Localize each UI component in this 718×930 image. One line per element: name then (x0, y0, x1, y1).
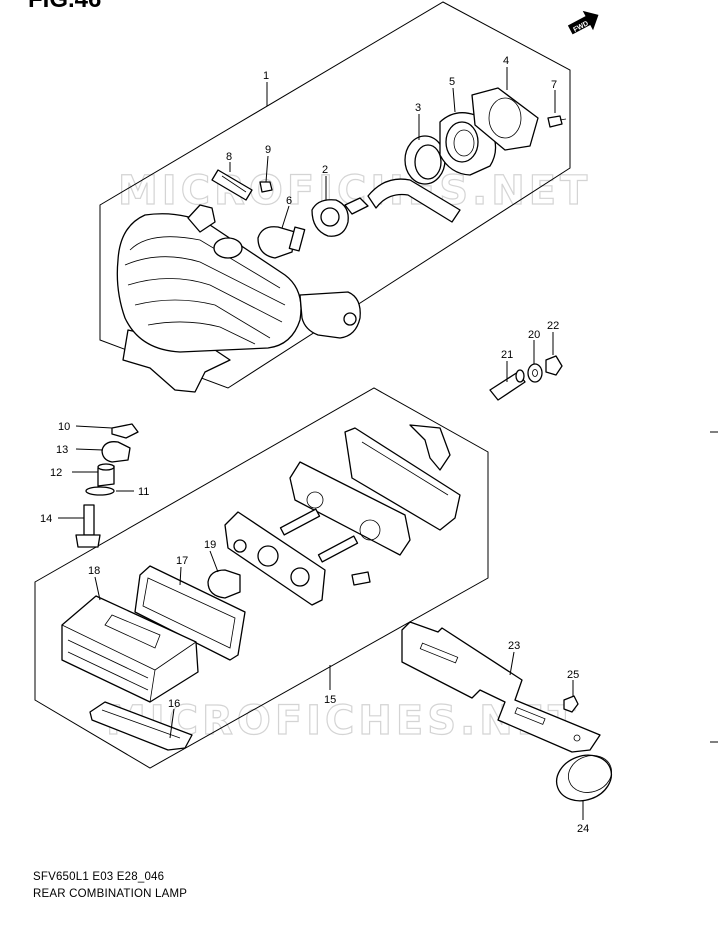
socket-2 (311, 178, 461, 237)
callout-11: 11 (138, 486, 149, 498)
callout-23: 23 (508, 640, 520, 652)
grommet-10 (111, 423, 139, 439)
assembly-1-frame (99, 1, 571, 389)
callout-18: 18 (88, 565, 100, 577)
callout-19: 19 (204, 539, 216, 551)
callout-3: 3 (415, 102, 421, 114)
gasket-17 (134, 565, 246, 661)
nut-22 (545, 355, 563, 376)
screw-9 (259, 181, 273, 193)
tail-lamp-housing (116, 204, 361, 393)
callout-4: 4 (503, 55, 509, 67)
collar-21 (489, 369, 526, 401)
callout-8: 8 (226, 151, 232, 163)
callout-10: 10 (58, 421, 70, 433)
bracket-23 (401, 621, 601, 753)
callout-7: 7 (551, 79, 557, 91)
callout-6: 6 (286, 195, 292, 207)
callout-24: 24 (577, 823, 589, 835)
callout-25: 25 (567, 669, 579, 681)
nut-25 (563, 695, 579, 713)
bulb-19 (207, 569, 241, 599)
callout-15: 15 (324, 694, 336, 706)
callout-14: 14 (40, 513, 52, 525)
callouts: 1 2 3 4 5 6 7 8 9 10 11 12 13 14 15 16 1… (40, 55, 589, 835)
figure-title: FIG.46 (28, 0, 101, 14)
collar-12 (97, 463, 115, 487)
callout-2: 2 (322, 164, 328, 176)
bolt-14 (75, 504, 101, 548)
lamp-base (224, 508, 359, 606)
screw-7 (547, 115, 567, 128)
callout-22: 22 (547, 320, 559, 332)
bulb-6 (257, 226, 306, 259)
leader-lines (58, 67, 584, 820)
screw-lamp-base (351, 571, 371, 586)
callout-9: 9 (265, 144, 271, 156)
lamp-housing-outer (344, 424, 461, 531)
caption-name: REAR COMBINATION LAMP (33, 888, 188, 900)
gasket-4 (471, 87, 539, 151)
fwd-arrow-icon: FWD (567, 10, 599, 35)
ring-3 (404, 135, 446, 185)
callout-12: 12 (50, 467, 62, 479)
callout-1: 1 (263, 70, 269, 82)
callout-17: 17 (176, 555, 188, 567)
reflector-24 (555, 754, 613, 802)
callout-20: 20 (528, 329, 540, 341)
assembly-15-frame (34, 387, 489, 769)
callout-13: 13 (56, 444, 68, 456)
washer-11 (85, 486, 115, 496)
callout-21: 21 (501, 349, 513, 361)
grommet-13 (101, 441, 131, 463)
caption-code: SFV650L1 E03 E28_046 (33, 871, 165, 883)
callout-16: 16 (168, 698, 180, 710)
plate-16 (89, 701, 193, 751)
washer-20 (527, 363, 543, 383)
lens-18 (61, 595, 199, 703)
clip-8 (211, 169, 253, 201)
callout-5: 5 (449, 76, 455, 88)
lamp-housing-middle (289, 461, 411, 556)
